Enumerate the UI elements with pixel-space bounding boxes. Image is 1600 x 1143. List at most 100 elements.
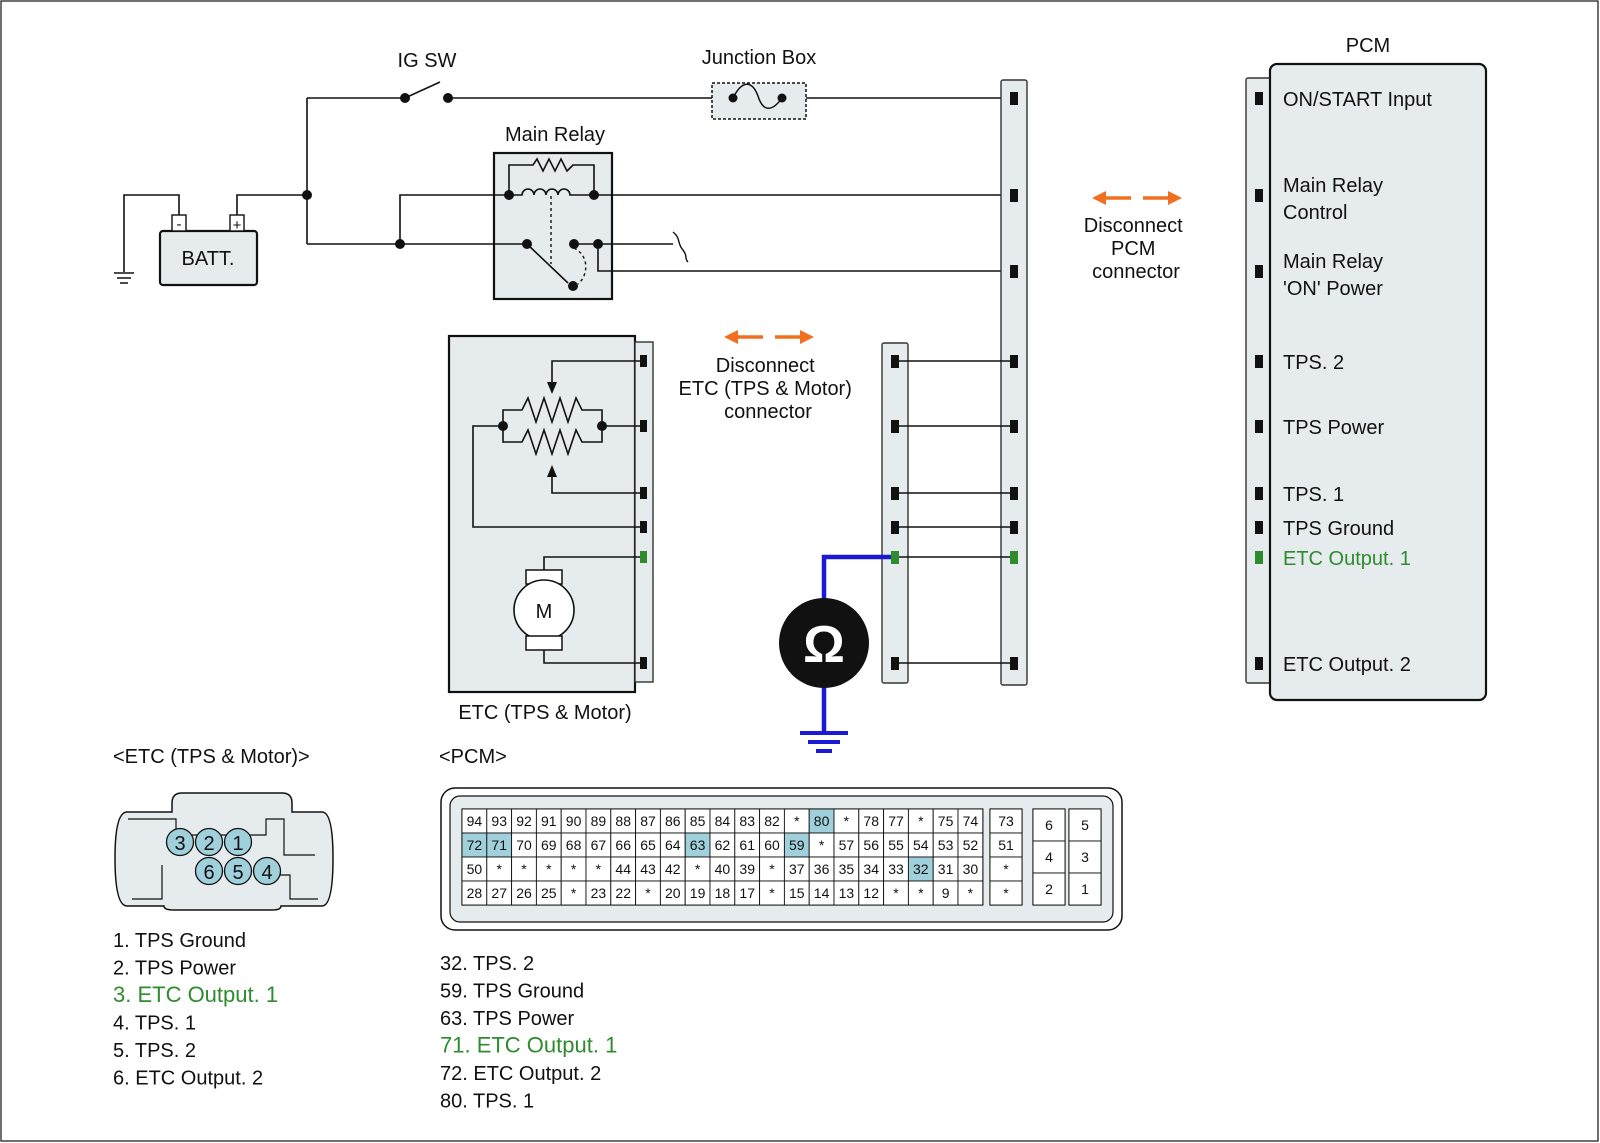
pcm-cell-number: 72 — [467, 837, 483, 853]
pcm-cell-number: 37 — [789, 861, 805, 877]
pcm-cell — [461, 880, 488, 906]
pcm-pin-label: Main Relay — [1283, 175, 1383, 197]
pcm-pin — [1255, 420, 1263, 433]
pcm-pin-label: ETC Output. 1 — [1283, 548, 1411, 570]
pcm-cell-number: 53 — [938, 837, 954, 853]
etc-cavity-number: 3 — [174, 833, 185, 855]
pcm-cell-number: 43 — [640, 861, 656, 877]
etc-legend-item: 1. TPS Ground — [113, 930, 246, 952]
pcm-cell — [833, 880, 860, 906]
pcm-legend-item: 71. ETC Output. 1 — [440, 1033, 617, 1058]
pcm-cell — [957, 856, 984, 882]
pcm-aux-cell — [1068, 840, 1102, 874]
pcm-cell-number: * — [1003, 861, 1009, 877]
battery: - + BATT. — [158, 214, 259, 287]
pcm-cell-number: 20 — [665, 885, 681, 901]
pcm-cell-number: * — [645, 885, 651, 901]
pcm-cell-number: 65 — [640, 837, 656, 853]
main-relay — [492, 151, 614, 301]
etc-cavity — [223, 827, 253, 857]
pcm-cell — [932, 880, 959, 906]
battery-label: BATT. — [182, 248, 235, 270]
etc-cavity — [194, 856, 224, 886]
ig-switch-label: IG SW — [398, 50, 457, 72]
pcm-cell — [833, 832, 860, 858]
pcm-cell-number: * — [496, 861, 502, 877]
pcm-cell — [883, 856, 909, 882]
pcm-cell — [759, 832, 785, 858]
pcm-cell — [535, 880, 562, 906]
pcm-pin-label: TPS Power — [1283, 417, 1384, 439]
pcm-legend-item: 59. TPS Ground — [440, 981, 584, 1003]
pcm-pin-label: ETC Output. 2 — [1283, 654, 1411, 676]
pcm-cell-number: 54 — [913, 837, 929, 853]
pcm-connector-strip — [1245, 77, 1273, 684]
pcm-cell-number: 80 — [814, 813, 830, 829]
junction-box-label: Junction Box — [702, 47, 817, 69]
pcm-cell-number: 66 — [615, 837, 631, 853]
pcm-cell-number: * — [521, 861, 527, 877]
pcm-cell — [560, 856, 587, 882]
pcm-cell-number: * — [844, 813, 850, 829]
pcm-cell — [461, 808, 488, 834]
pcm-cell — [989, 880, 1023, 906]
pcm-module — [1268, 62, 1488, 702]
etc-legend-item: 2. TPS Power — [113, 958, 236, 980]
pcm-cell-number: * — [571, 861, 577, 877]
disconnect-etc-arrows — [724, 330, 814, 344]
pcm-cell-number: 69 — [541, 837, 557, 853]
pcm-cell-number: 18 — [715, 885, 731, 901]
pcm-aux-number: 4 — [1045, 849, 1053, 865]
pcm-cell — [808, 808, 835, 834]
pcm-cell-number: 26 — [516, 885, 532, 901]
pcm-cell — [535, 808, 562, 834]
pcm-cell — [684, 880, 711, 906]
pcm-cell-number: 94 — [467, 813, 483, 829]
pcm-cell-number: 31 — [938, 861, 954, 877]
ohmmeter-symbol: Ω — [803, 616, 845, 674]
pcm-cell-number: * — [918, 813, 924, 829]
pcm-cell-number: 23 — [591, 885, 607, 901]
pcm-cell — [932, 832, 959, 858]
pcm-title: PCM — [1346, 35, 1390, 57]
pcm-cell-number: 75 — [938, 813, 954, 829]
etc-harness-connector — [881, 342, 909, 684]
disconnect-pcm-arrows — [1092, 191, 1182, 205]
pcm-cell — [461, 856, 488, 882]
pcm-cell — [883, 808, 909, 834]
pcm-cell — [684, 808, 711, 834]
pcm-cell-number: 82 — [764, 813, 780, 829]
etc-cavity-number: 6 — [203, 862, 214, 884]
pcm-aux-cell — [1032, 872, 1066, 906]
pcm-cell — [709, 856, 736, 882]
pcm-cell-number: * — [546, 861, 552, 877]
pcm-cell — [932, 856, 959, 882]
etc-cavity — [165, 827, 195, 857]
etc-module: M — [447, 334, 654, 694]
pcm-cell — [858, 856, 885, 882]
probe-ground-icon — [800, 731, 848, 753]
etc-legend-item: 3. ETC Output. 1 — [113, 982, 278, 1007]
pcm-cell — [858, 808, 885, 834]
etc-cavity-number: 4 — [261, 862, 272, 884]
pcm-pin — [1255, 551, 1263, 564]
etc-output1-pin-pcm-harness — [1010, 551, 1018, 564]
etc-legend-item: 5. TPS. 2 — [113, 1040, 196, 1062]
pcm-aux-number: 3 — [1081, 849, 1089, 865]
pcm-cell — [560, 832, 587, 858]
pcm-cell — [957, 880, 984, 906]
pcm-cell-number: 19 — [690, 885, 706, 901]
etc-cavity-number: 1 — [232, 833, 243, 855]
pcm-cell-number: 74 — [963, 813, 979, 829]
pcm-cell-number: 36 — [814, 861, 830, 877]
pcm-cell-number: 71 — [491, 837, 507, 853]
pcm-cell — [659, 856, 686, 882]
pcm-cell-number: 17 — [739, 885, 755, 901]
pcm-pin — [1255, 657, 1263, 670]
pcm-cell — [511, 832, 537, 858]
pcm-cell-number: 60 — [764, 837, 780, 853]
pcm-cell-number: 42 — [665, 861, 681, 877]
pcm-cell-number: 50 — [467, 861, 483, 877]
